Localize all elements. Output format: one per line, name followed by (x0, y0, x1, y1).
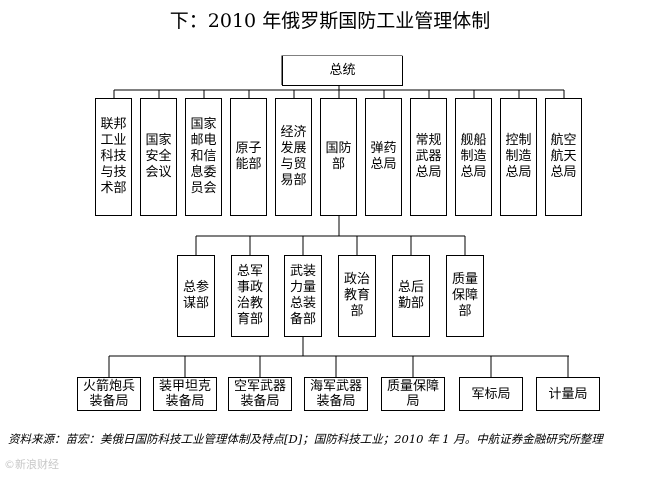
node-level3-0: 火箭炮兵装备局 (77, 377, 141, 411)
source-note: 资料来源：苗宏：美俄日国防科技工业管理体制及特点[D]；国防科技工业；2010 … (8, 432, 603, 446)
node-level2-5: 质量保障部 (446, 255, 484, 337)
node-level1-5: 国防部 (320, 98, 357, 216)
node-level3-3: 海军武器装备局 (304, 377, 368, 411)
node-level2-2: 武装力量总装备部 (284, 255, 322, 337)
node-level3-2: 空军武器装备局 (228, 377, 292, 411)
node-level3-1: 装甲坦克装备局 (153, 377, 217, 411)
watermark: ©新浪财经 (4, 458, 59, 471)
node-level2-3: 政治教育部 (338, 255, 376, 337)
node-level1-8: 舰船制造总局 (455, 98, 492, 216)
node-level2-0: 总参谋部 (177, 255, 215, 337)
diagram-title: 下：2010 年俄罗斯国防工业管理体制 (169, 10, 491, 32)
node-level1-10: 航空航天总局 (545, 98, 582, 216)
node-level1-7: 常规武器总局 (410, 98, 447, 216)
node-level1-0: 联邦工业科技与技术部 (95, 98, 132, 216)
node-level1-3: 原子能部 (230, 98, 267, 216)
node-level2-4: 总后勤部 (392, 255, 430, 337)
node-level2-1: 总军事政治教育部 (231, 255, 269, 337)
node-level1-2: 国家邮电和信息委员会 (185, 98, 222, 216)
node-level1-6: 弹药总局 (365, 98, 402, 216)
node-level3-5: 军标局 (459, 377, 523, 411)
node-level1-9: 控制制造总局 (500, 98, 537, 216)
node-level1-1: 国家安全会议 (140, 98, 177, 216)
node-president: 总统 (282, 56, 403, 86)
node-level3-4: 质量保障局 (381, 377, 445, 411)
node-level3-6: 计量局 (536, 377, 600, 411)
node-level1-4: 经济发展与贸易部 (275, 98, 312, 216)
